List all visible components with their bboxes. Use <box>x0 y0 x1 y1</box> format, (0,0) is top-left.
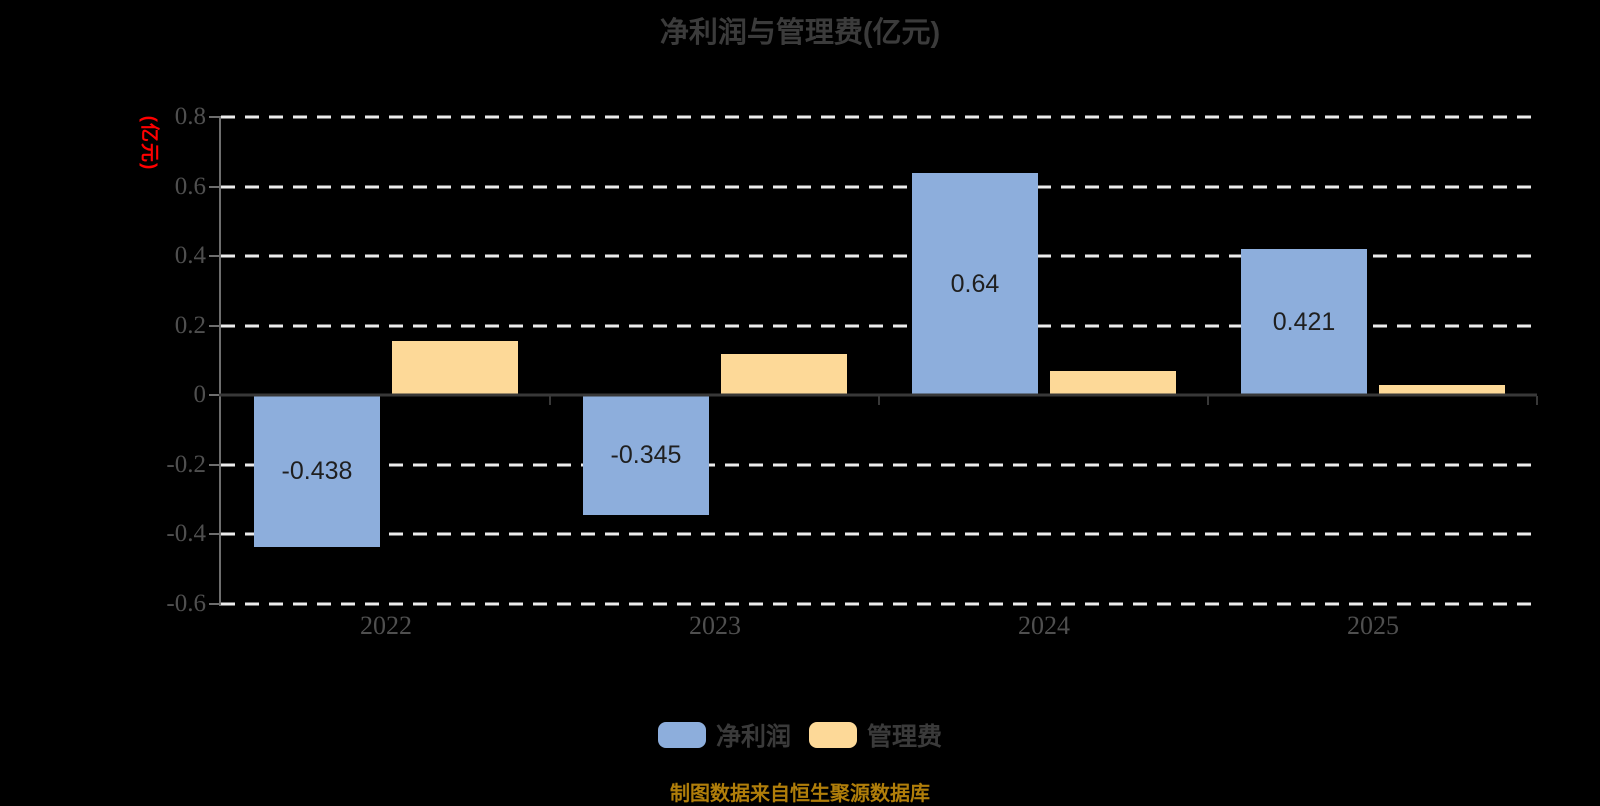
y-tick-label: 0.8 <box>174 103 206 130</box>
y-tick-mark <box>209 464 219 466</box>
bar-value-label: -0.345 <box>610 440 682 469</box>
legend-swatch-净利润 <box>657 722 706 748</box>
x-tick-mark <box>878 396 880 405</box>
bar-管理费-2022 <box>392 341 518 395</box>
y-tick-mark <box>209 603 219 605</box>
y-tick-mark <box>209 325 219 327</box>
bar-净利润-2023: -0.345 <box>583 395 709 515</box>
bar-管理费-2023 <box>721 354 847 396</box>
y-tick-mark <box>209 116 219 118</box>
x-tick-label-2025: 2025 <box>1347 611 1399 640</box>
gridline-0.8 <box>221 115 1537 119</box>
zero-axis-line <box>219 393 1537 397</box>
bar-value-label: -0.438 <box>281 456 353 485</box>
legend: 净利润 管理费 <box>0 717 1600 753</box>
gridline-0.6 <box>221 185 1537 189</box>
legend-swatch-管理费 <box>809 722 857 748</box>
source-note: 制图数据来自恒生聚源数据库 <box>670 783 930 805</box>
y-tick-label: 0.4 <box>174 242 206 269</box>
legend-label-管理费: 管理费 <box>867 723 943 751</box>
bar-净利润-2022: -0.438 <box>254 395 380 547</box>
bar-净利润-2025: 0.421 <box>1241 249 1367 395</box>
bar-净利润-2024: 0.64 <box>912 173 1038 396</box>
bar-管理费-2024 <box>1050 371 1176 395</box>
x-tick-mark <box>1536 396 1538 405</box>
gridline--0.4 <box>221 532 1537 536</box>
x-tick-mark <box>549 396 551 405</box>
bar-value-label: 0.421 <box>1272 307 1336 336</box>
bar-管理费-2025 <box>1379 385 1505 395</box>
x-tick-label-2024: 2024 <box>1018 611 1070 640</box>
bar-value-label: 0.64 <box>950 270 1000 298</box>
chart-title: 净利润与管理费(亿元) <box>659 17 941 49</box>
gridline--0.2 <box>221 463 1537 467</box>
y-tick-label: -0.4 <box>166 520 206 547</box>
x-tick-label-2022: 2022 <box>360 611 412 640</box>
y-tick-mark <box>209 533 219 535</box>
gridline-0.4 <box>221 254 1537 258</box>
gridline-0.2 <box>221 324 1537 328</box>
legend-item-管理费: 管理费 <box>809 717 942 753</box>
y-axis-unit-label: (亿元) <box>138 115 160 171</box>
y-tick-label: 0.2 <box>174 312 206 339</box>
y-tick-mark <box>209 255 219 257</box>
y-tick-mark <box>209 186 219 188</box>
y-axis-spine <box>219 116 221 606</box>
gridline--0.6 <box>221 602 1537 606</box>
y-tick-mark <box>209 394 219 396</box>
y-tick-label: -0.2 <box>166 451 206 478</box>
plot-area: 0.8 0.6 0.4 0.2 0 -0.2 -0.4 -0.6 -0.438 2022 -0.34… <box>166 103 1538 640</box>
legend-label-净利润: 净利润 <box>715 723 791 751</box>
x-tick-label-2023: 2023 <box>689 611 741 640</box>
y-tick-label: 0 <box>193 381 207 408</box>
legend-item-净利润: 净利润 <box>657 717 791 753</box>
x-tick-mark <box>1207 396 1209 405</box>
y-tick-label: -0.6 <box>166 590 206 617</box>
y-tick-label: 0.6 <box>174 173 206 200</box>
